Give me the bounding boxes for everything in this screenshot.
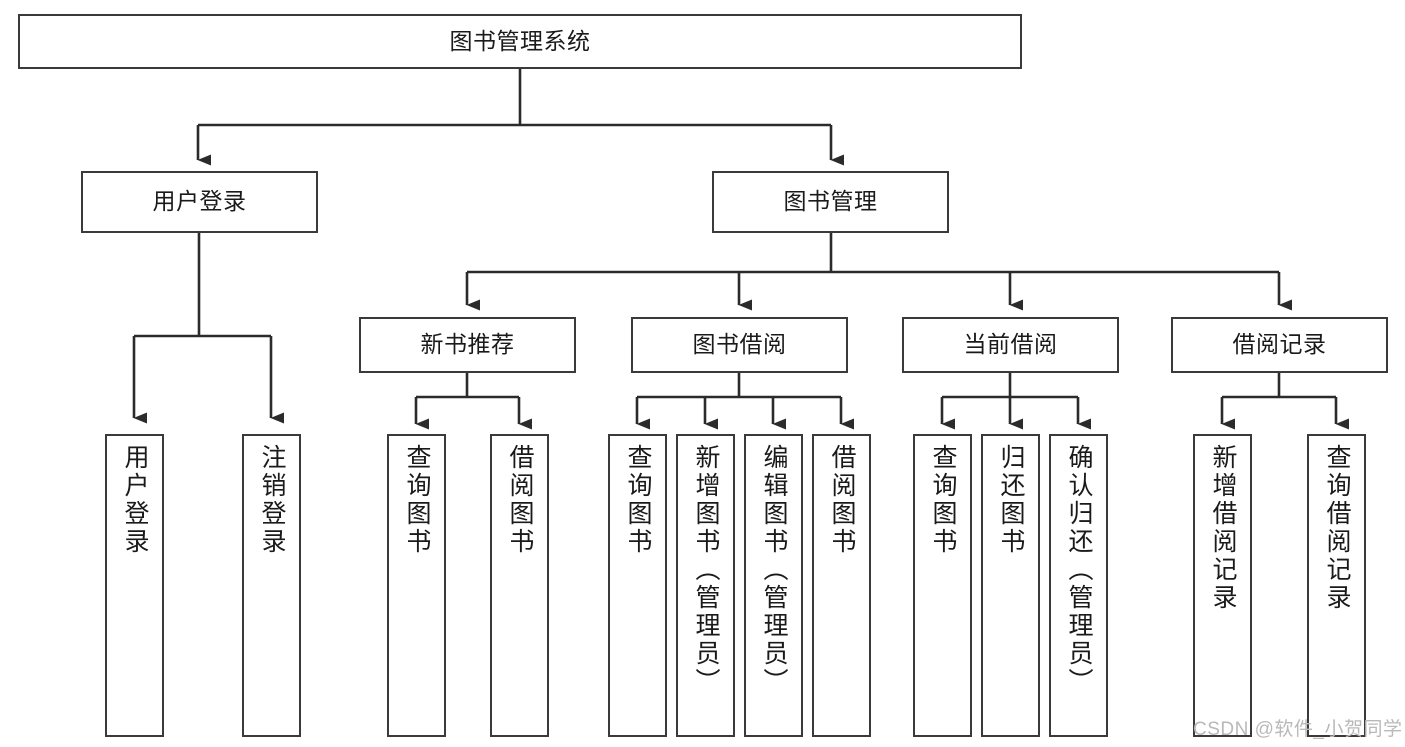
leaf-add-book[interactable]: 新增图书（管理员） [676, 434, 735, 737]
node-new-book-recommend-label: 新书推荐 [420, 331, 515, 358]
node-root[interactable]: 图书管理系统 [18, 14, 1022, 69]
leaf-query-book-2-label: 查询图书 [624, 444, 652, 556]
leaf-return-book-label: 归还图书 [997, 444, 1025, 556]
node-book-borrow-label: 图书借阅 [692, 331, 787, 358]
leaf-query-book-2[interactable]: 查询图书 [608, 434, 667, 737]
leaf-query-book-3-label: 查询图书 [929, 444, 957, 556]
leaf-edit-book-label: 编辑图书（管理员） [760, 444, 788, 696]
leaf-add-book-label: 新增图书（管理员） [692, 444, 720, 696]
leaf-query-book-3[interactable]: 查询图书 [913, 434, 972, 737]
leaf-add-record-label: 新增借阅记录 [1209, 444, 1237, 612]
leaf-edit-book[interactable]: 编辑图书（管理员） [744, 434, 803, 737]
leaf-user-login[interactable]: 用户登录 [105, 434, 164, 737]
leaf-confirm-return-label: 确认归还（管理员） [1065, 444, 1093, 696]
node-root-label: 图书管理系统 [449, 27, 591, 54]
leaf-return-book[interactable]: 归还图书 [981, 434, 1040, 737]
node-book-management-label: 图书管理 [783, 188, 878, 215]
leaf-borrow-book-2-label: 借阅图书 [828, 444, 856, 556]
leaf-add-record[interactable]: 新增借阅记录 [1193, 434, 1252, 737]
leaf-confirm-return[interactable]: 确认归还（管理员） [1049, 434, 1108, 737]
node-book-borrow[interactable]: 图书借阅 [631, 317, 848, 373]
node-borrow-record[interactable]: 借阅记录 [1171, 317, 1388, 373]
leaf-query-book-1[interactable]: 查询图书 [387, 434, 446, 737]
leaf-user-logout-label: 注销登录 [258, 444, 286, 556]
leaf-borrow-book-2[interactable]: 借阅图书 [812, 434, 871, 737]
leaf-query-book-1-label: 查询图书 [403, 444, 431, 556]
leaf-user-logout[interactable]: 注销登录 [242, 434, 301, 737]
node-current-borrow[interactable]: 当前借阅 [902, 317, 1119, 373]
node-new-book-recommend[interactable]: 新书推荐 [359, 317, 576, 373]
node-borrow-record-label: 借阅记录 [1232, 331, 1327, 358]
node-current-borrow-label: 当前借阅 [963, 331, 1058, 358]
leaf-borrow-book-1[interactable]: 借阅图书 [490, 434, 549, 737]
node-book-management[interactable]: 图书管理 [712, 171, 949, 233]
leaf-query-record-label: 查询借阅记录 [1323, 444, 1351, 612]
node-user-login-label: 用户登录 [152, 188, 247, 215]
leaf-user-login-label: 用户登录 [121, 444, 149, 556]
node-user-login[interactable]: 用户登录 [81, 171, 318, 233]
leaf-query-record[interactable]: 查询借阅记录 [1307, 434, 1366, 737]
leaf-borrow-book-1-label: 借阅图书 [506, 444, 534, 556]
